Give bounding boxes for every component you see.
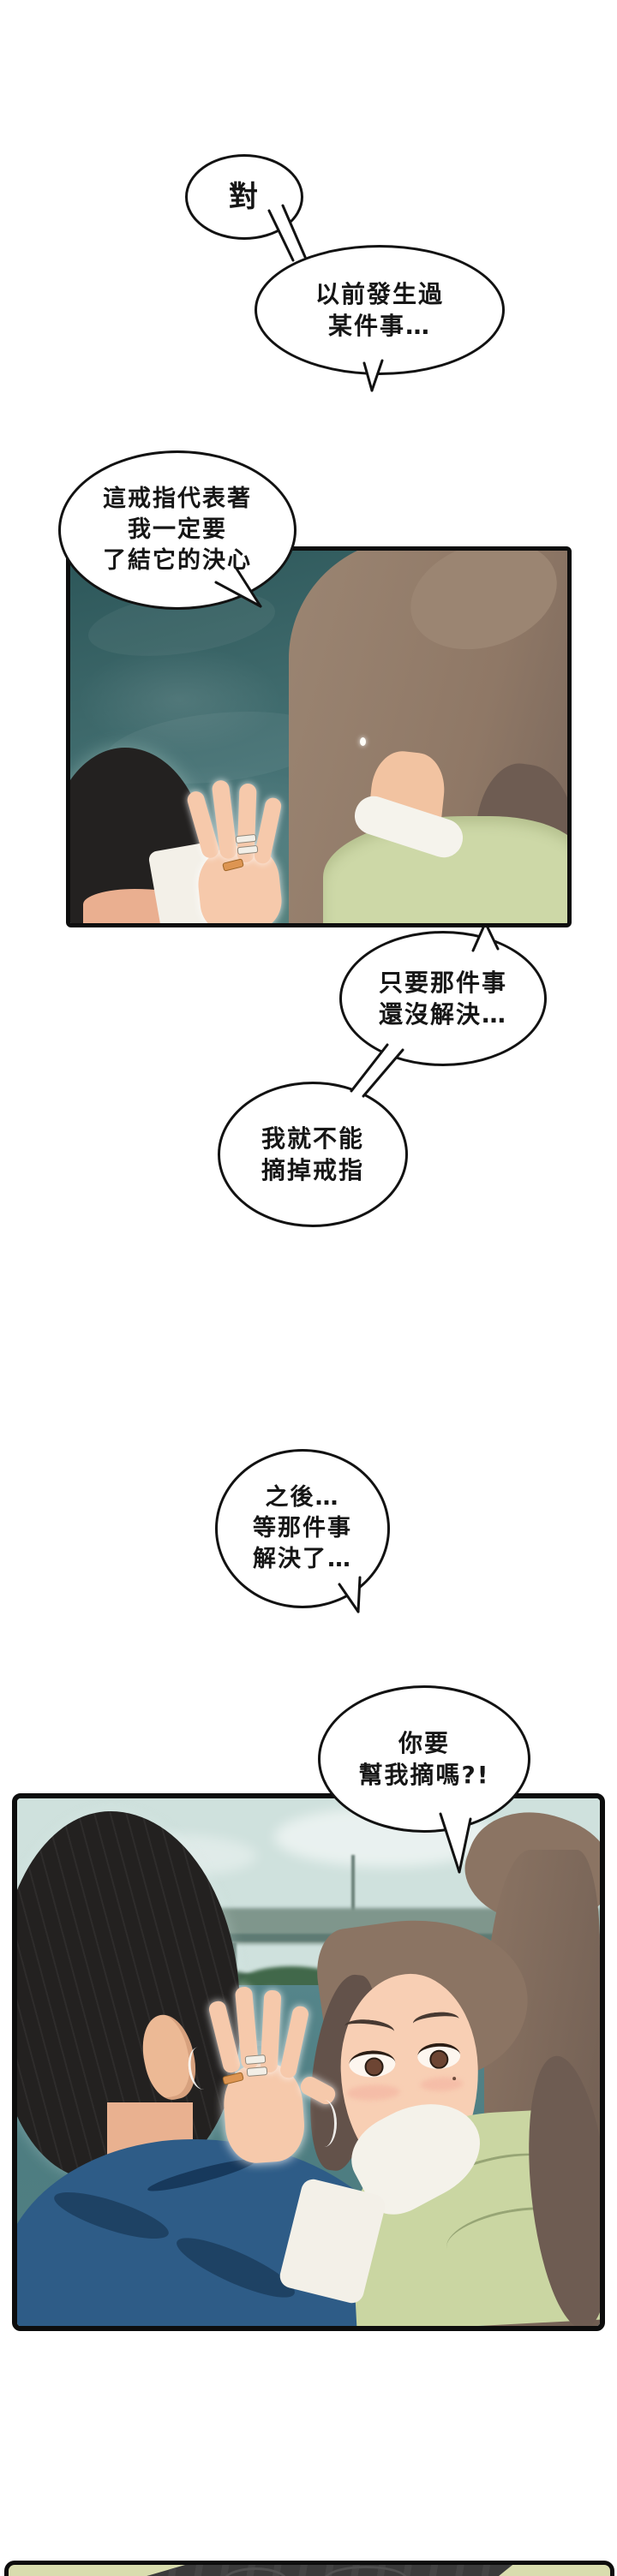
iris — [428, 2049, 449, 2070]
speech-line: 只要那件事 — [378, 969, 507, 997]
speech-bubble-7: 你要 幫我摘嗎?! — [318, 1685, 530, 1833]
speech-bubble-5: 我就不能 摘掉戒指 — [218, 1082, 408, 1227]
speech-bubble-4: 只要那件事 還沒解決… — [339, 931, 547, 1066]
speech-line: 你要 — [398, 1729, 450, 1757]
light-pole — [351, 1855, 355, 1911]
speech-bubble-1: 對 — [185, 154, 303, 240]
blush — [346, 2084, 400, 2102]
silver-ring — [244, 2054, 267, 2066]
speech-line: 幫我摘嗎?! — [358, 1761, 490, 1789]
speech-line: 之後… — [265, 1484, 340, 1511]
blush — [420, 2076, 464, 2092]
speech-bubble-2: 以前發生過 某件事… — [255, 245, 505, 375]
speech-line: 我就不能 — [261, 1124, 364, 1153]
speech-line: 還沒解決… — [378, 1000, 507, 1029]
bridge-girder — [17, 1934, 600, 1941]
speech-line: 解決了… — [253, 1546, 352, 1572]
panel-2 — [12, 1793, 605, 2331]
speech-tail — [471, 926, 500, 952]
panel-1 — [66, 546, 572, 927]
bubble-connector — [350, 1043, 404, 1098]
speech-tail — [214, 567, 262, 608]
speech-line: 等那件事 — [253, 1515, 352, 1541]
speech-bubble-3: 這戒指代表著 我一定要 了結它的決心 — [58, 450, 297, 610]
speech-line: 對 — [229, 179, 260, 214]
earring — [360, 737, 366, 746]
speech-tail — [338, 1576, 362, 1613]
panel-3 — [4, 2561, 614, 2576]
motion-line — [312, 2100, 337, 2147]
silver-ring — [246, 2066, 268, 2078]
speech-line: 摘掉戒指 — [261, 1156, 364, 1184]
speech-tail — [439, 1812, 472, 1874]
speech-line: 這戒指代表著 — [103, 486, 252, 512]
speech-line: 我一定要 — [128, 516, 227, 543]
eyebrow — [344, 2017, 395, 2041]
speech-tail — [362, 359, 384, 392]
iris — [364, 2057, 384, 2077]
eye — [416, 2042, 461, 2070]
speech-line: 某件事… — [327, 312, 431, 340]
speech-line: 了結它的決心 — [103, 547, 252, 574]
eyebrow — [411, 2010, 460, 2033]
speech-line: 以前發生過 — [314, 280, 444, 308]
bubble-connector — [267, 204, 307, 262]
eye — [348, 2049, 396, 2078]
